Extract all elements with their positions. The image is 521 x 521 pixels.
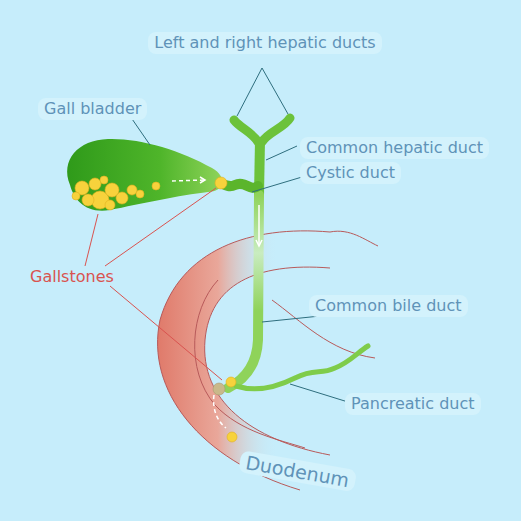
duct-label: Pancreatic duct	[345, 393, 481, 415]
duodenum-outline	[205, 267, 330, 455]
duodenum-wall	[158, 231, 330, 490]
duct-label: Cystic duct	[300, 162, 401, 184]
gallstone-cluster	[72, 176, 237, 442]
pancreas-outline	[330, 231, 378, 246]
flow-arrow	[172, 177, 262, 428]
duct-label: Common bile duct	[309, 295, 468, 317]
gallstone-label: Gallstones	[24, 266, 120, 288]
organ-label: Gall bladder	[38, 98, 147, 120]
hepatic-duct	[234, 118, 290, 142]
common-bile-duct	[228, 195, 259, 388]
duodenum-outline	[158, 231, 330, 490]
pancreatic-duct	[236, 346, 368, 389]
duct-label: Common hepatic duct	[300, 137, 489, 159]
duct-label: Left and right hepatic ducts	[148, 32, 381, 54]
leader-line	[130, 68, 348, 402]
